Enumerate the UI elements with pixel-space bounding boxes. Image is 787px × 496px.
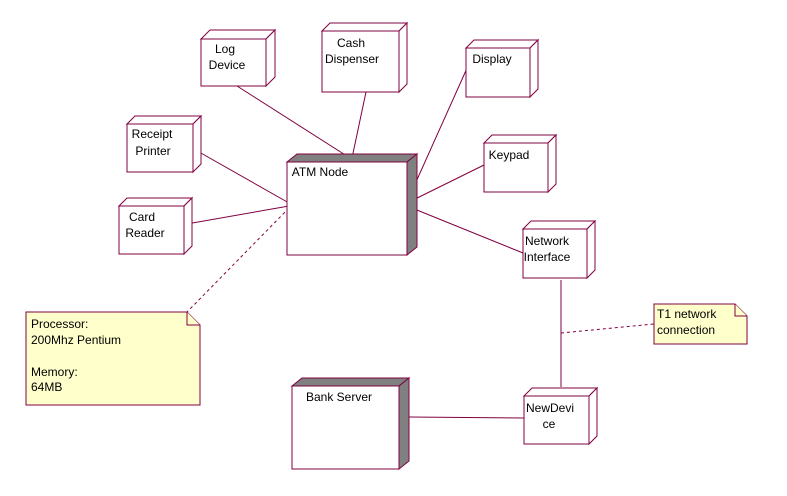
connector-cash-dispenser-atm bbox=[351, 91, 367, 159]
node-bank-server[interactable]: Bank Server bbox=[290, 376, 411, 471]
node-label-line: Reader bbox=[125, 226, 164, 240]
node-label-line: NewDevi bbox=[526, 401, 574, 415]
node-label-line: Interface bbox=[524, 250, 571, 264]
connector-keypad-atm bbox=[406, 164, 485, 204]
node-label-line: Log bbox=[215, 42, 235, 56]
connector-card-reader-atm bbox=[180, 205, 290, 226]
node-label-line: Card bbox=[129, 210, 155, 224]
node-label-line: Keypad bbox=[489, 148, 530, 162]
node-label-line: ATM Node bbox=[292, 165, 349, 179]
node-label-line: Receipt bbox=[132, 127, 173, 141]
node-label-line: ce bbox=[543, 417, 556, 431]
note-line: 64MB bbox=[31, 380, 62, 394]
node-display[interactable]: Display bbox=[464, 38, 540, 99]
note-link-hardware-spec bbox=[186, 207, 290, 313]
node-label-line: Network bbox=[525, 234, 570, 248]
node-log-device[interactable]: Log Device bbox=[199, 28, 277, 88]
node-label-line: Device bbox=[209, 58, 246, 72]
node-atm-node[interactable]: ATM Node bbox=[285, 152, 419, 257]
connector-bank-server-newdevice bbox=[408, 416, 525, 419]
node-label-line: Cash bbox=[337, 36, 365, 50]
connector-atm-network-interface bbox=[406, 205, 524, 254]
note-line: 200Mhz Pentium bbox=[31, 333, 121, 347]
connector-log-device-atm bbox=[236, 85, 351, 159]
node-receipt-printer[interactable]: Receipt Printer bbox=[125, 114, 203, 174]
node-label-line: Bank Server bbox=[306, 390, 372, 404]
connector-receipt-printer-atm bbox=[191, 147, 290, 204]
note-t1-connection[interactable]: T1 network connection bbox=[653, 303, 748, 345]
note-line: Memory: bbox=[31, 365, 78, 379]
node-cash-dispenser[interactable]: Cash Dispenser bbox=[320, 21, 409, 94]
note-link-t1 bbox=[560, 323, 655, 334]
note-line: T1 network bbox=[657, 307, 717, 321]
node-label-line: Printer bbox=[135, 144, 170, 158]
node-label-line: Dispenser bbox=[325, 52, 379, 66]
note-hardware-spec[interactable]: Processor: 200Mhz Pentium Memory: 64MB bbox=[25, 311, 201, 406]
note-line: connection bbox=[657, 323, 715, 337]
note-line: Processor: bbox=[31, 317, 88, 331]
node-keypad[interactable]: Keypad bbox=[482, 133, 558, 194]
node-network-interface[interactable]: Network Interface bbox=[521, 219, 597, 280]
node-newdevice[interactable]: NewDevi ce bbox=[522, 386, 599, 446]
node-label-line: Display bbox=[472, 52, 511, 66]
connections bbox=[180, 65, 655, 419]
node-card-reader[interactable]: Card Reader bbox=[117, 196, 194, 256]
